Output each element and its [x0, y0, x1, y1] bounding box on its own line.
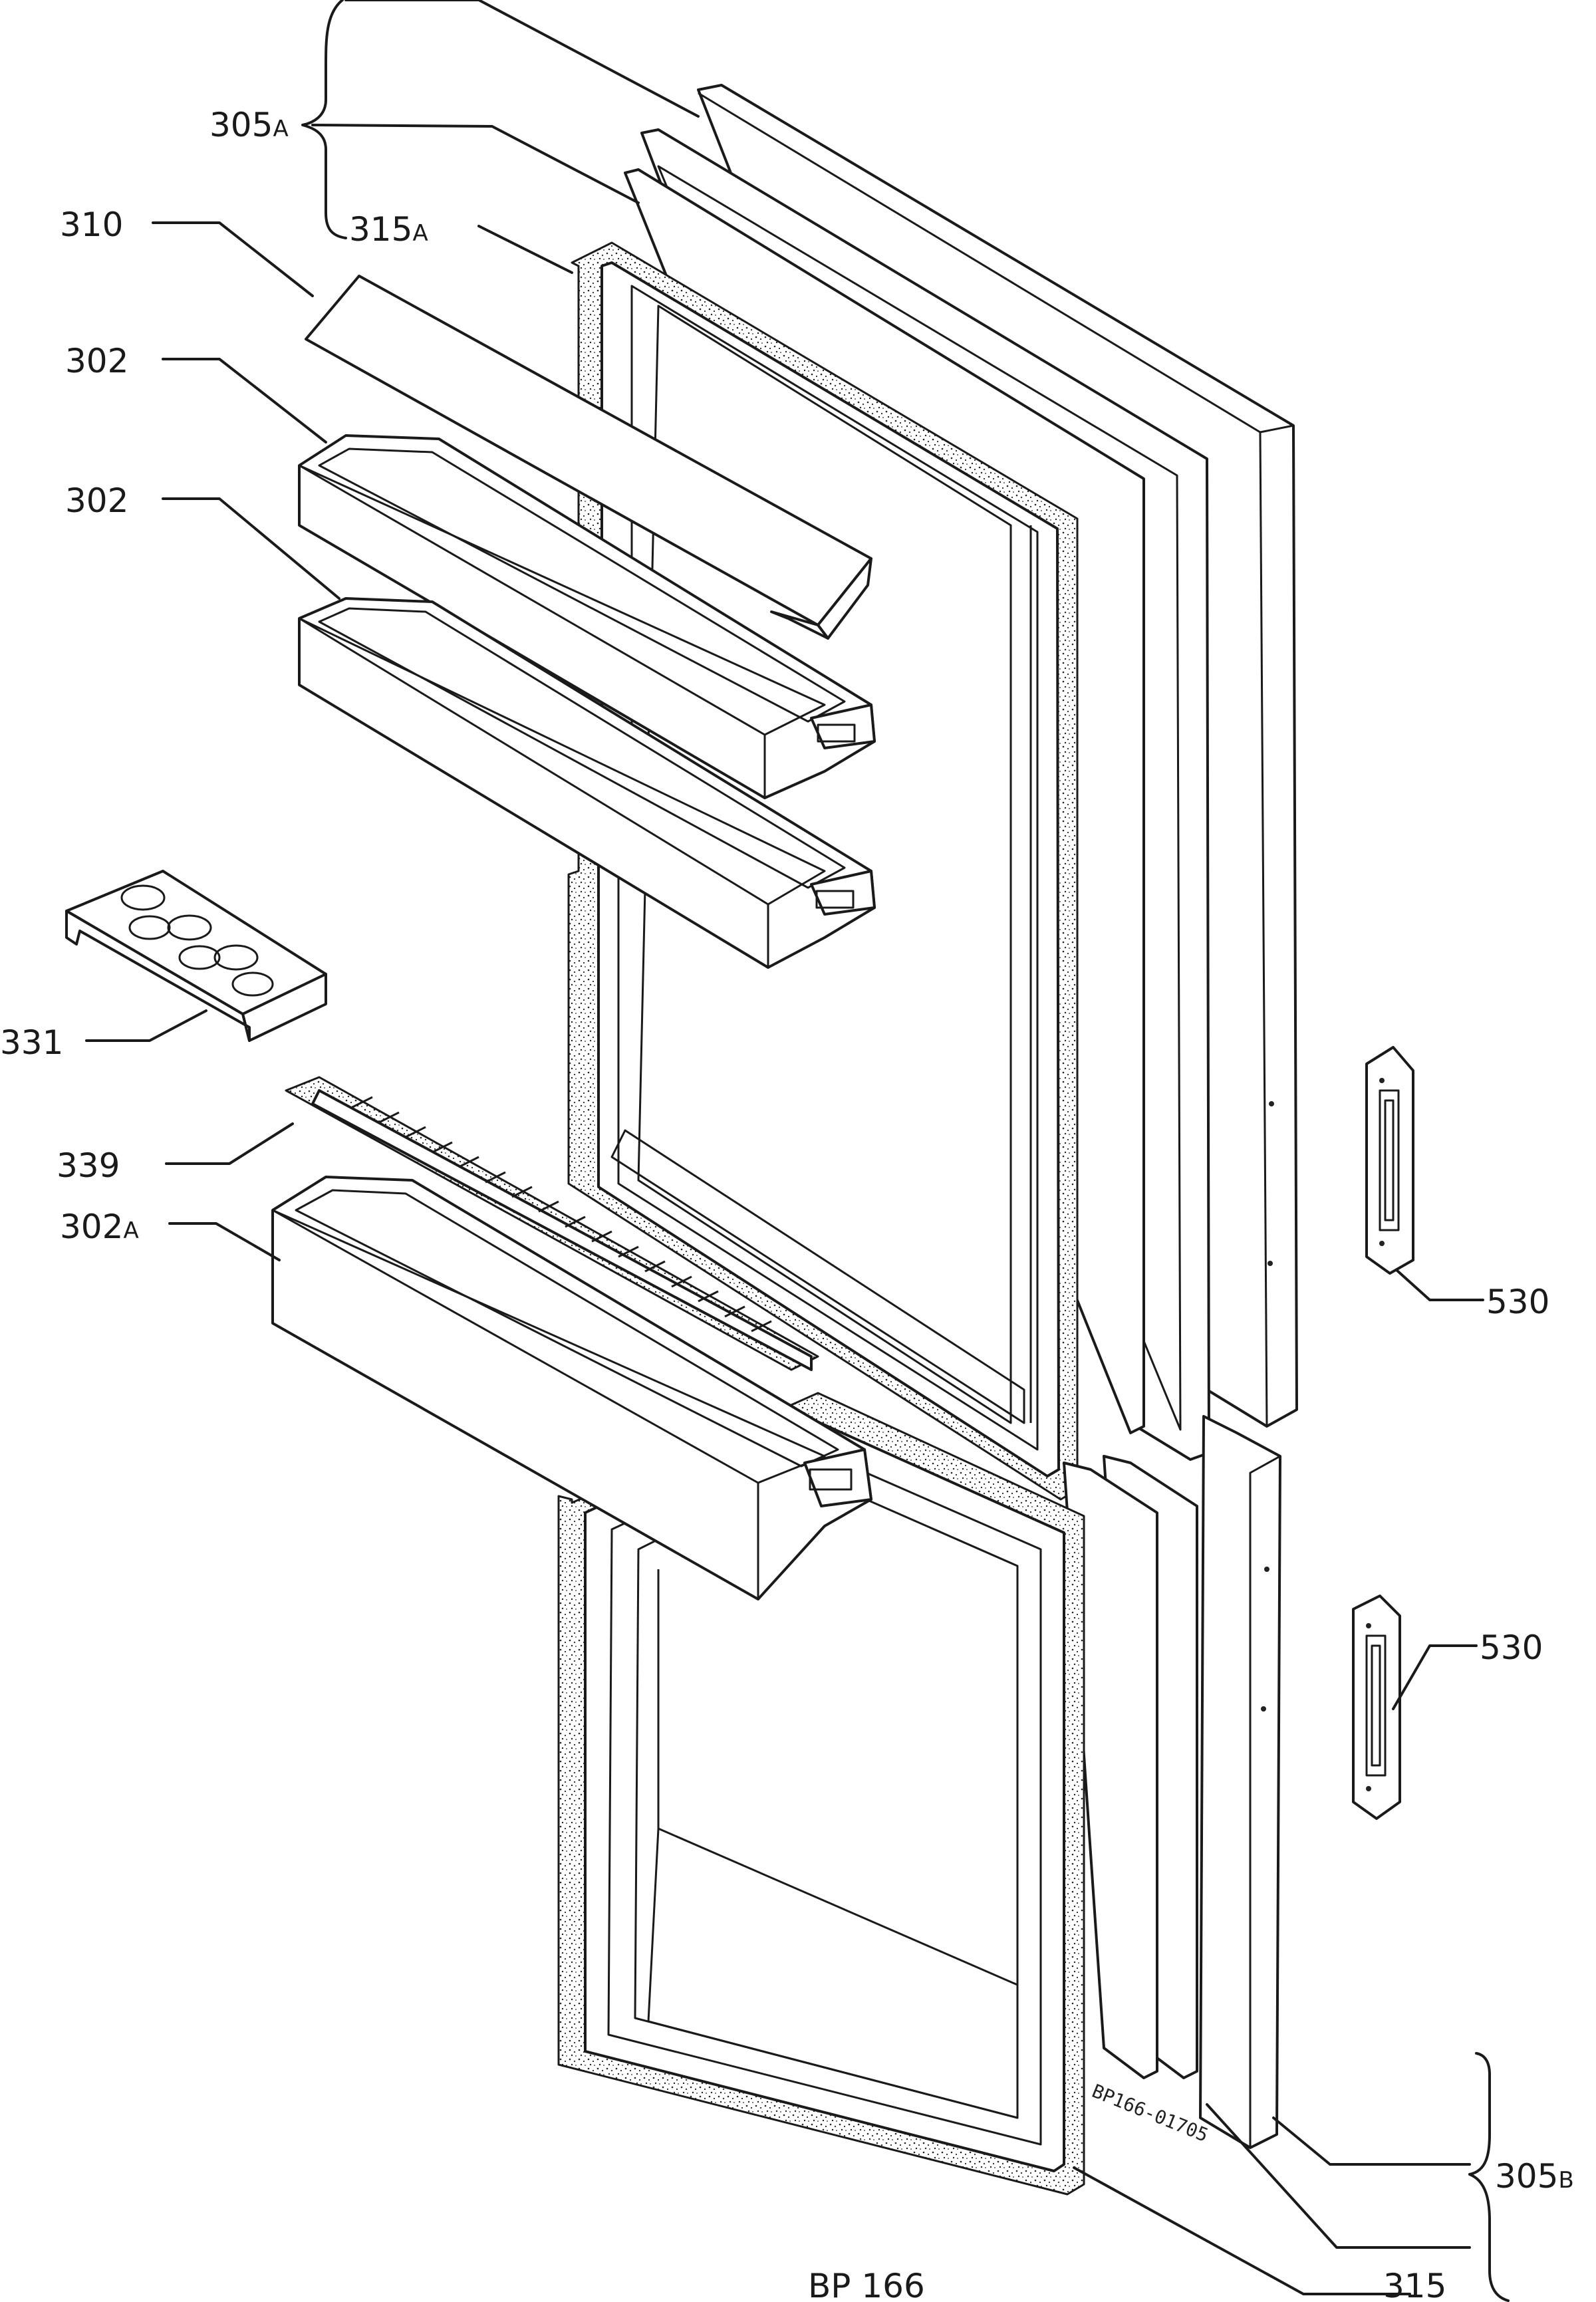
label-302a: 302A — [60, 1208, 139, 1246]
label-302-lower: 302 — [65, 481, 128, 520]
part-331-egg-tray — [65, 870, 327, 1042]
label-315a: 315A — [349, 210, 428, 249]
label-305a: 305A — [209, 106, 289, 144]
part-530-hinge-upper — [1365, 1046, 1414, 1275]
label-331: 331 — [0, 1023, 63, 1062]
label-530-lower: 530 — [1480, 1628, 1543, 1667]
diagram-caption: BP 166 — [808, 2267, 925, 2302]
part-302a-large-door-bin — [271, 1176, 872, 1600]
lower-door-inner-panel — [1063, 1455, 1198, 2079]
part-310-top-shelf — [305, 275, 872, 640]
drawing-number-stamp: BP166-01705 — [1089, 2080, 1211, 2146]
part-302-door-bin-lower — [298, 597, 876, 969]
lower-door-panel — [1199, 1415, 1281, 2149]
label-339: 339 — [57, 1146, 120, 1185]
label-302-upper: 302 — [65, 342, 128, 380]
label-305b: 305B — [1495, 2157, 1574, 2196]
label-530-upper: 530 — [1486, 1283, 1549, 1321]
part-530-hinge-lower — [1352, 1595, 1401, 1820]
callout-labels: 305A 310 315A 302 302 331 339 302A 530 5… — [0, 106, 1574, 2302]
lower-door-gasket — [557, 1392, 1085, 2196]
part-339-bottle-retainer — [285, 1076, 819, 1371]
leader-lines — [85, 0, 1510, 2302]
label-310: 310 — [60, 205, 123, 244]
label-315: 315 — [1383, 2267, 1446, 2302]
